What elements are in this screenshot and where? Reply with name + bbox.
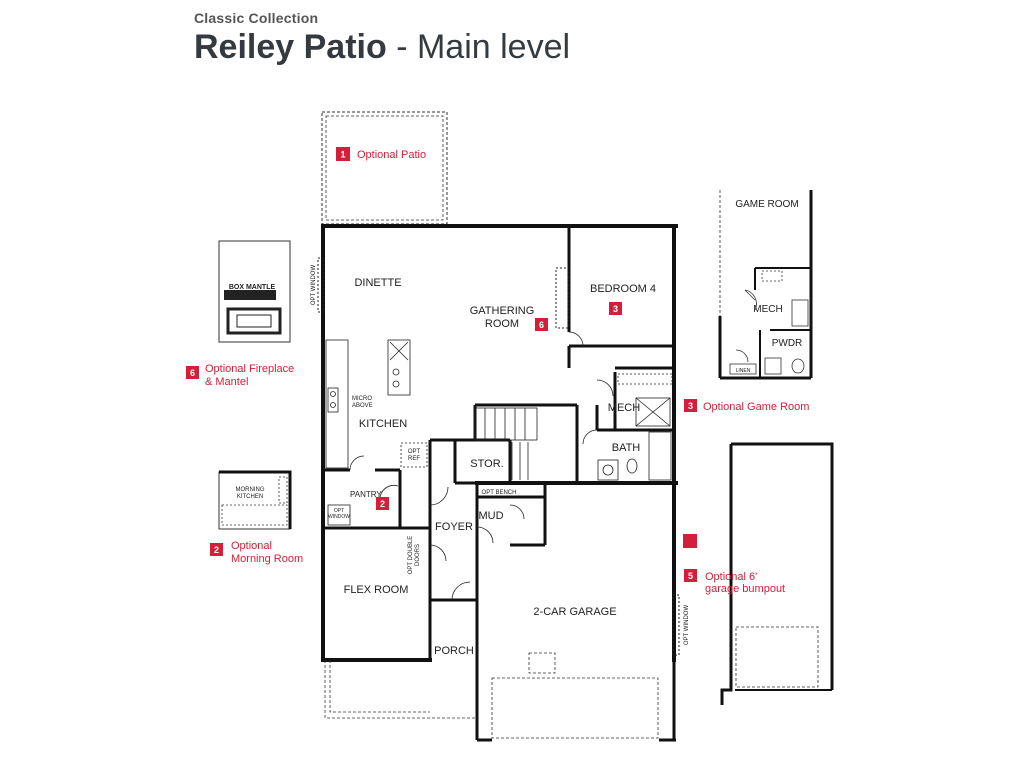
room-label-gathering-1: GATHERING <box>470 305 535 317</box>
optional-patio-outline <box>321 111 448 225</box>
option-badge-fireplace-number: 6 <box>190 368 195 378</box>
game-room-mech: MECH <box>753 304 782 315</box>
plan-name: Reiley Patio <box>194 28 387 66</box>
room-label-porch: PORCH <box>434 645 474 657</box>
optional-bumpout-line2: garage bumpout <box>705 583 785 595</box>
room-label-pantry: PANTRY <box>350 490 382 499</box>
game-room-inset <box>718 190 813 380</box>
room-label-garage: 2-CAR GARAGE <box>533 606 616 618</box>
room-label-flex: FLEX ROOM <box>344 584 409 596</box>
option-badge-bumpout-number: 5 <box>688 571 693 581</box>
fireplace-inset <box>218 240 291 343</box>
room-label-stor: STOR. <box>470 458 503 470</box>
badge-morning <box>376 497 389 510</box>
room-label-kitchen: KITCHEN <box>359 418 407 430</box>
kitchen-fixtures <box>325 339 428 526</box>
garage-bumpout-inset <box>720 442 834 705</box>
stairs <box>474 407 538 480</box>
option-badge-patio-number: 1 <box>340 150 345 160</box>
opt-double-doors-2: DOORS <box>415 544 421 566</box>
box-mantle-label: BOX MANTLE <box>229 284 276 291</box>
optional-patio-label: Optional Patio <box>357 149 426 161</box>
opt-double-doors-1: OPT DOUBLE <box>408 536 414 575</box>
pantry-opt-window-1: OPT <box>334 508 344 514</box>
option-badge-bumpout <box>684 569 697 582</box>
optional-patio-outline-inner <box>325 115 444 221</box>
morning-room-inset <box>218 470 292 530</box>
dinette-opt-window: OPT WINDOW <box>311 265 317 306</box>
door-swings <box>349 331 614 601</box>
room-label-bedroom4: BEDROOM 4 <box>590 283 656 295</box>
room-label-bath: BATH <box>612 442 641 454</box>
optional-windows <box>317 257 680 656</box>
option-badge-game <box>684 399 697 412</box>
pantry-opt-window-2: WINDOW <box>328 514 350 520</box>
micro-label-2: ABOVE <box>352 403 373 409</box>
badge-bedroom-number: 3 <box>613 304 618 314</box>
collection-label: Classic Collection <box>194 10 319 26</box>
option-badge-game-number: 3 <box>688 401 693 411</box>
optional-fireplace-line1: Optional Fireplace <box>205 363 294 375</box>
badge-morning-number: 2 <box>380 499 385 509</box>
opt-ref-label-1: OPT <box>408 449 421 455</box>
optional-bumpout-line1: Optional 6' <box>705 571 757 583</box>
game-room-title: GAME ROOM <box>735 199 798 210</box>
optional-game-room-label: Optional Game Room <box>703 401 809 413</box>
micro-label-1: MICRO <box>352 396 372 402</box>
badge-gathering-number: 6 <box>539 320 544 330</box>
option-badge-morning-number: 2 <box>214 545 219 555</box>
header: Classic Collection Reiley Patio - Main l… <box>194 10 570 67</box>
optional-morning-line1: Optional <box>231 540 272 552</box>
opt-bench-label: OPT BENCH <box>482 490 517 496</box>
room-label-dinette: DINETTE <box>354 277 401 289</box>
option-marker-bumpout <box>683 534 697 548</box>
porch-outline <box>324 652 659 739</box>
bath-fixtures <box>597 373 673 481</box>
garage-walls <box>475 483 676 742</box>
optional-fireplace-line2: & Mantel <box>205 376 248 388</box>
badge-bedroom <box>609 302 622 315</box>
garage-opt-window: OPT WINDOW <box>684 605 690 646</box>
morning-inset-label-1: MORNING <box>236 487 265 493</box>
room-label-foyer: FOYER <box>435 521 473 533</box>
room-label-gathering-2: ROOM <box>485 318 519 330</box>
badge-gathering <box>535 318 548 331</box>
option-badge-fireplace <box>186 366 199 379</box>
level-name: - Main level <box>386 28 571 66</box>
optional-morning-line2: Morning Room <box>231 553 303 565</box>
option-badge-patio <box>336 147 350 161</box>
option-badge-morning <box>210 543 223 556</box>
page-title: Reiley Patio - Main level <box>194 28 570 67</box>
game-room-linen: LINEN <box>736 368 751 374</box>
room-label-mech: MECH <box>608 402 640 414</box>
morning-inset-label-2: KITCHEN <box>237 494 263 500</box>
opt-ref-label-2: REF <box>408 456 420 462</box>
game-room-pwdr: PWDR <box>772 338 803 349</box>
room-label-mud: MUD <box>478 510 503 522</box>
